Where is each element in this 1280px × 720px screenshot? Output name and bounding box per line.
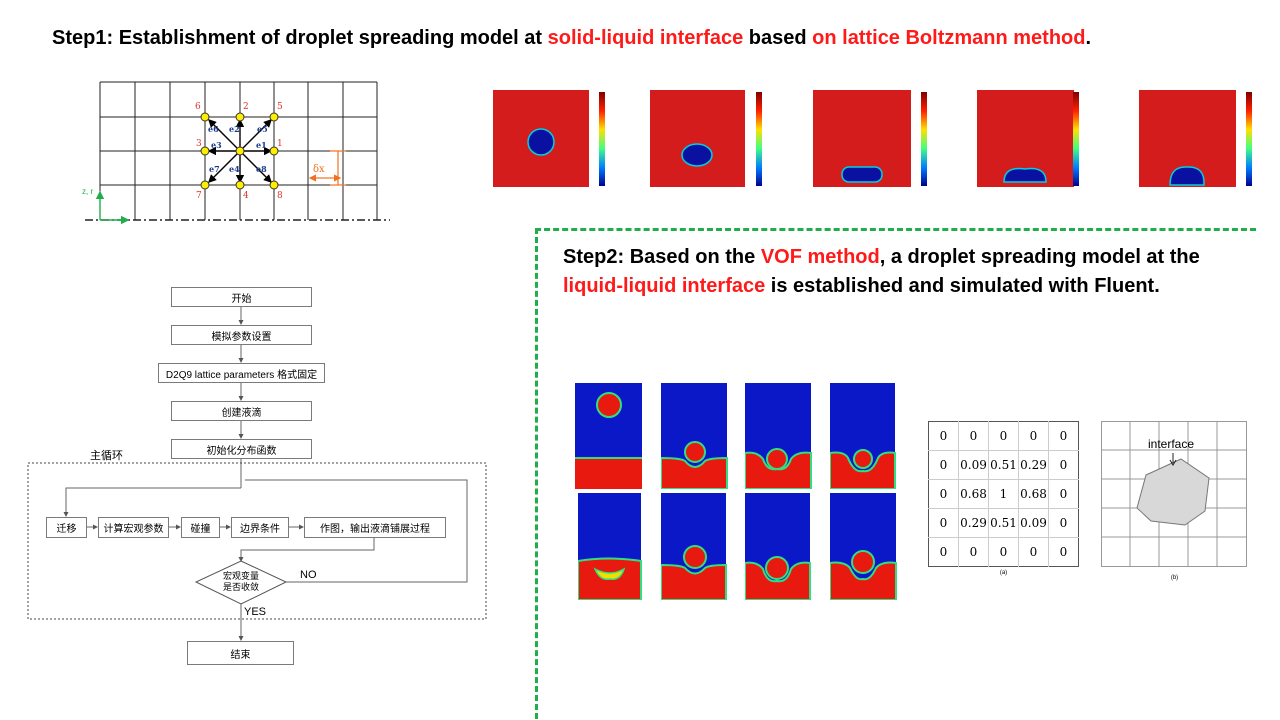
vof-frame-2 (661, 383, 728, 489)
vof-frame-8 (830, 493, 897, 600)
interface-grid-svg (1101, 421, 1247, 567)
vof-frame-1 (575, 383, 642, 489)
vof-frame-3 (745, 383, 812, 489)
vof-matrix-caption: (a) (999, 570, 1008, 576)
matrix-cell: 0 (1048, 421, 1079, 451)
step2-title: Step2: Based on the VOF method, a drople… (563, 246, 1200, 297)
vector-e2: e2 (229, 124, 240, 134)
flow-collide: 碰撞 (181, 517, 220, 538)
vof-frame-4 (830, 383, 896, 489)
node-4: 4 (243, 191, 249, 201)
node-3: 3 (196, 139, 202, 149)
interface-grid-caption: (b) (1170, 575, 1179, 581)
matrix-cell: 0 (1018, 537, 1049, 567)
lbm-frame-5 (1139, 90, 1252, 187)
flow-no-label: NO (300, 569, 317, 581)
flow-converge: 宏观变量 是否收敛 (222, 571, 259, 592)
flow-macro: 计算宏观参数 (98, 517, 169, 538)
node-6: 6 (195, 102, 201, 112)
matrix-cell: 0.68 (958, 479, 989, 509)
step2-frame (535, 228, 1256, 719)
matrix-cell: 0 (928, 421, 959, 451)
matrix-cell: 0 (928, 450, 959, 480)
matrix-cell: 0 (928, 479, 959, 509)
flowchart-connectors (27, 306, 487, 641)
matrix-cell: 0.29 (1018, 450, 1049, 480)
matrix-cell: 0 (928, 508, 959, 538)
matrix-cell: 0 (928, 537, 959, 567)
matrix-cell: 0.09 (958, 450, 989, 480)
flow-d2q9: D2Q9 lattice parameters 格式固定 (158, 363, 325, 383)
flow-plot: 作图，输出液滴铺展过程 (304, 517, 446, 538)
lbm-frame-2 (650, 90, 762, 187)
matrix-cell: 0.51 (988, 450, 1019, 480)
matrix-cell: 0 (1059, 545, 1068, 559)
node-8: 8 (277, 191, 283, 201)
matrix-cell: 0 (988, 537, 1019, 567)
lbm-frame-4 (977, 90, 1079, 187)
matrix-cell: 0 (1048, 508, 1079, 538)
matrix-cell: 0.29 (958, 508, 989, 538)
vof-frame-6 (661, 493, 727, 600)
flow-sim-params: 模拟参数设置 (171, 325, 312, 345)
flow-boundary: 边界条件 (231, 517, 289, 538)
vector-e6: e6 (208, 124, 219, 134)
vector-e8: e8 (256, 164, 267, 174)
vector-e7: e7 (209, 164, 220, 174)
vector-e4: e4 (229, 164, 240, 174)
interface-label: interface (1148, 437, 1195, 451)
delta-x-label: δx (313, 164, 325, 175)
lbm-frame-3 (813, 90, 927, 187)
flow-yes-label: YES (244, 606, 267, 618)
matrix-cell: 0.51 (988, 508, 1019, 538)
flow-end: 结束 (187, 641, 294, 665)
node-5: 5 (277, 102, 283, 112)
flow-init-dist: 初始化分布函数 (171, 439, 312, 459)
matrix-cell: 0 (958, 537, 989, 567)
interface-grid: interface (b) (1101, 421, 1248, 581)
matrix-cell: 1 (988, 479, 1019, 509)
vector-e5: e5 (257, 124, 268, 134)
node-2: 2 (243, 102, 249, 112)
node-7: 7 (196, 191, 202, 201)
vector-e3: e3 (211, 140, 222, 150)
lattice-diagram: 6 2 5 3 1 7 4 8 e6 e2 e5 e3 e1 e7 e4 e8 … (82, 81, 390, 225)
flow-create-droplet: 创建液滴 (171, 401, 312, 421)
matrix-cell: 0 (988, 421, 1019, 451)
node-1: 1 (277, 139, 283, 149)
vector-e1: e1 (256, 140, 267, 150)
matrix-cell: 0.68 (1018, 479, 1049, 509)
matrix-cell: 0 (1048, 479, 1079, 509)
matrix-cell: 0.09 (1018, 508, 1049, 538)
step1-title: Step1: Establishment of droplet spreadin… (52, 27, 1092, 49)
vof-frame-7 (745, 493, 811, 600)
matrix-cell: 0 (1048, 450, 1079, 480)
vof-frame-5 (578, 493, 642, 600)
flow-main-loop-label: 主循环 (90, 450, 123, 462)
axis-label: z, r (82, 187, 93, 196)
lbm-frame-1 (493, 90, 605, 187)
matrix-cell: 0 (958, 421, 989, 451)
flow-start: 开始 (171, 287, 312, 307)
matrix-cell: 0 (1018, 421, 1049, 451)
flow-migrate: 迁移 (46, 517, 87, 538)
